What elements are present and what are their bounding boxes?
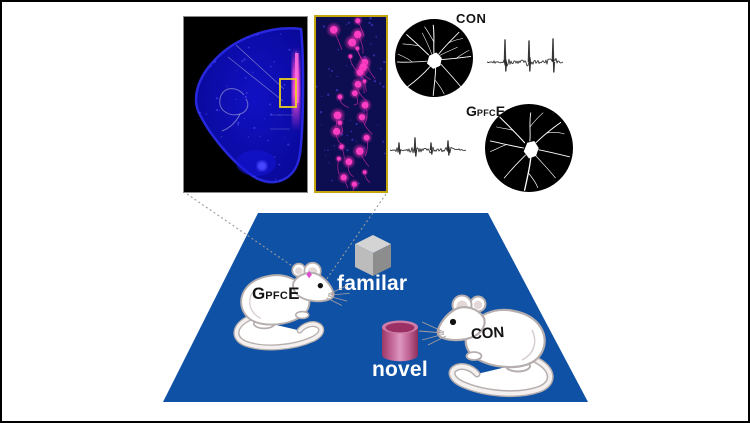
novel-object-label: novel [372, 358, 428, 381]
dotted-connector-left [186, 193, 318, 284]
mouse-label-e: E [288, 284, 300, 303]
gpfce-label-g: G [466, 103, 477, 119]
gpfce-neuron-photo [485, 104, 573, 192]
mouse-gpfce-drawing [233, 261, 350, 351]
mouse-front-paw [465, 351, 483, 361]
mouse-con-label: CON [470, 323, 505, 344]
gpfce-dendrites [489, 112, 570, 191]
magenta-streak-core [295, 53, 299, 103]
mouse-tail [234, 316, 323, 350]
mouse-haunch-line [249, 292, 262, 320]
cylinder-body [382, 327, 418, 362]
brain-tissue [194, 27, 305, 184]
con-soma [426, 52, 442, 69]
gpfce-label-sub: PFC [476, 108, 496, 118]
labeled-neuron-somas [325, 17, 376, 191]
magenta-neurons-image [316, 17, 386, 191]
ventral-lobe [236, 150, 276, 176]
cube-left-face [355, 244, 373, 276]
mouse-con: CON [412, 290, 562, 400]
bright-spot [257, 161, 267, 171]
mouse-tail [450, 358, 552, 396]
novel-object-cylinder [382, 320, 418, 362]
mouse-haunch-line [521, 329, 536, 361]
anatomy-outlines [219, 44, 294, 132]
mouse-whiskers [326, 285, 350, 306]
mouse-body-group [233, 261, 350, 351]
brain-section-panel [183, 16, 308, 193]
mouse-front-paw [294, 310, 310, 320]
gpfce-soma [523, 140, 539, 159]
mouse-label-sub: PFC [265, 290, 289, 302]
roi-highlight-box [279, 78, 297, 108]
pfc-neurons-inset-panel [314, 15, 388, 193]
mouse-back-ear-inner [473, 300, 483, 310]
familiar-object-label: familar [337, 272, 408, 295]
mouse-con-drawing [418, 294, 554, 398]
gpfce-label-e: E [495, 103, 506, 119]
mouse-label-g: G [252, 284, 266, 303]
mouse-back-ear-inner [295, 267, 303, 275]
cube-right-face [373, 244, 391, 276]
brain-section-image [194, 27, 305, 184]
con-neuron-photo [395, 19, 473, 97]
con-ephys-trace [487, 38, 564, 73]
dotted-connector-right [325, 193, 387, 281]
cylinder-opening [385, 322, 415, 333]
mouse-whiskers [418, 321, 447, 346]
mouse-eye [449, 318, 457, 326]
mouse-eye [317, 282, 324, 289]
mouse-body-group [418, 294, 554, 398]
familiar-object-cube [355, 235, 391, 276]
con-dendrites [396, 24, 472, 96]
con-group-label: CON [456, 11, 487, 26]
gpfce-ephys-trace [390, 137, 467, 157]
